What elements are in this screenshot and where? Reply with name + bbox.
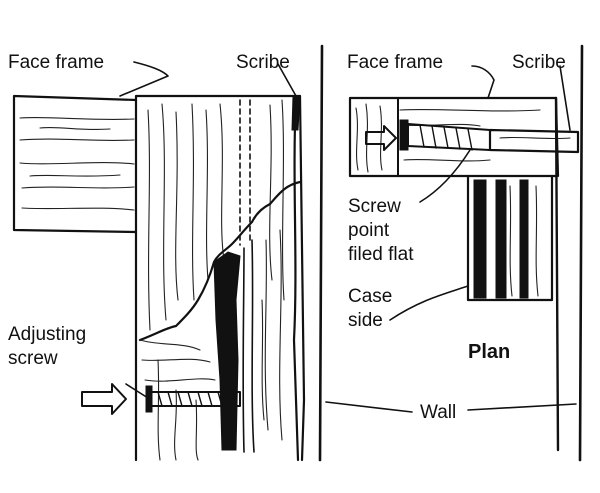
label-adjusting-1: Adjusting <box>8 324 86 345</box>
label-case-2: side <box>348 310 383 331</box>
label-face-frame-left: Face frame <box>8 52 104 73</box>
wall-line-right <box>578 44 584 462</box>
label-wall: Wall <box>420 402 456 423</box>
leader-lines <box>119 61 577 413</box>
label-screw-point-2: point <box>348 220 390 241</box>
label-scribe-left: Scribe <box>236 52 290 73</box>
scribe-strip-left <box>269 94 306 462</box>
case-side-plan <box>466 174 554 302</box>
label-plan: Plan <box>468 341 510 363</box>
face-frame-rail-left <box>12 94 138 234</box>
push-arrow-left <box>81 383 127 415</box>
adjusting-screw <box>145 385 241 413</box>
label-adjusting-2: screw <box>8 348 58 369</box>
face-frame-plan <box>348 96 560 178</box>
plan-view <box>348 44 584 462</box>
label-scribe-right: Scribe <box>512 52 566 73</box>
plan-screw <box>399 119 491 151</box>
face-frame-stile <box>134 94 302 462</box>
wall-line-left <box>318 44 324 462</box>
label-face-frame-right: Face frame <box>347 52 443 73</box>
label-screw-point-1: Screw <box>348 196 401 217</box>
push-arrow-right <box>365 125 397 151</box>
elevation-view <box>12 44 324 462</box>
label-case-1: Case <box>348 286 392 307</box>
torn-reveal <box>138 180 302 453</box>
label-screw-point-3: filed flat <box>348 244 414 265</box>
